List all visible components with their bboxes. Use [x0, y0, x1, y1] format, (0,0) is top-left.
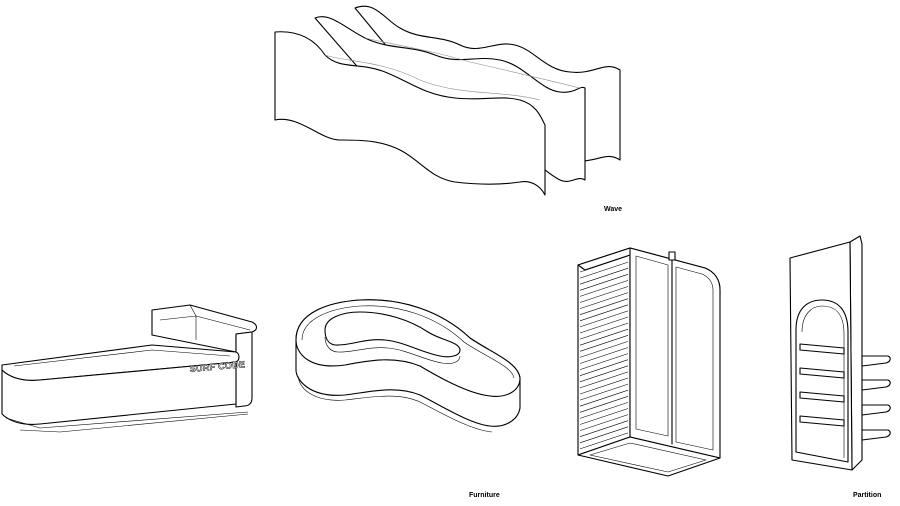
partition-shelf	[789, 235, 891, 471]
cabinet-slat	[579, 432, 629, 450]
partition-blade-3	[861, 404, 891, 416]
cabinet-glass-pane	[635, 255, 669, 437]
cabinet-slat	[579, 304, 629, 322]
wave-hidden-line	[364, 37, 581, 89]
sofa-top-inner	[301, 305, 515, 379]
caption-wave: Wave	[604, 206, 623, 213]
cabinet-slat	[579, 267, 629, 285]
cabinet-slat	[579, 420, 629, 437]
cabinet-slat	[579, 426, 629, 444]
caption-partition: Partition	[853, 492, 882, 499]
cabinet-slat	[579, 274, 629, 291]
wave-panel-front	[274, 31, 546, 196]
wave-installation	[274, 5, 621, 196]
partition-blade-4	[861, 429, 891, 441]
partition-blade-2	[861, 379, 891, 391]
cabinet-handle	[668, 251, 676, 261]
cabinet-slat	[579, 371, 629, 389]
partition-shelf-1	[799, 343, 845, 355]
shutter-cabinet	[577, 247, 721, 477]
partition-blade-1	[861, 355, 891, 367]
cabinet-slat	[579, 402, 629, 419]
cabinet-slat	[579, 408, 629, 425]
cabinet-slat	[579, 359, 629, 376]
counter-rear-edge	[189, 304, 197, 340]
wave-hidden-line	[324, 54, 541, 101]
cabinet-slat	[579, 353, 629, 370]
cabinet-slat	[579, 310, 629, 328]
cabinet-glass-front	[629, 247, 721, 459]
sofa-base-line	[297, 375, 493, 433]
cabinet-slatted-side	[577, 247, 631, 456]
reception-counter	[1, 304, 258, 433]
cabinet-slat	[579, 383, 629, 401]
counter-side-wall	[235, 331, 253, 408]
cabinet-slat	[579, 261, 629, 279]
cabinet-slat	[579, 414, 629, 431]
cabinet-slat	[579, 341, 629, 358]
cabinet-slat	[579, 377, 629, 395]
counter-top-inner	[13, 349, 231, 367]
cabinet-slat	[579, 335, 629, 352]
cabinet-slat	[579, 286, 629, 303]
partition-arch	[795, 299, 849, 463]
cabinet-slat	[579, 396, 629, 413]
partition-arch-inner	[801, 305, 845, 458]
partition-shelf-3	[799, 391, 845, 403]
sofa-cushion	[324, 311, 461, 358]
cabinet-slat	[579, 389, 629, 407]
cabinet-slat	[579, 365, 629, 383]
cabinet-glass-pane	[675, 266, 714, 451]
cabinet-base	[577, 436, 721, 477]
caption-furniture: Furniture	[469, 492, 500, 499]
cabinet-slat	[579, 322, 629, 340]
kidney-sofa	[295, 299, 521, 433]
cabinet-slat	[579, 328, 629, 346]
counter-base-line	[5, 411, 249, 429]
cabinet-slats	[579, 255, 629, 450]
cabinet-slat	[579, 298, 629, 315]
cabinet-slat	[579, 316, 629, 334]
cabinet-base-inner	[589, 442, 707, 473]
cabinet-slat	[579, 347, 629, 364]
sofa-cushion-edge	[324, 336, 461, 364]
cabinet-slat	[579, 280, 629, 297]
partition-shelf-4	[799, 415, 845, 427]
cabinet-slat	[579, 292, 629, 309]
partition-shelf-2	[799, 367, 845, 379]
counter-base-line	[19, 413, 249, 433]
